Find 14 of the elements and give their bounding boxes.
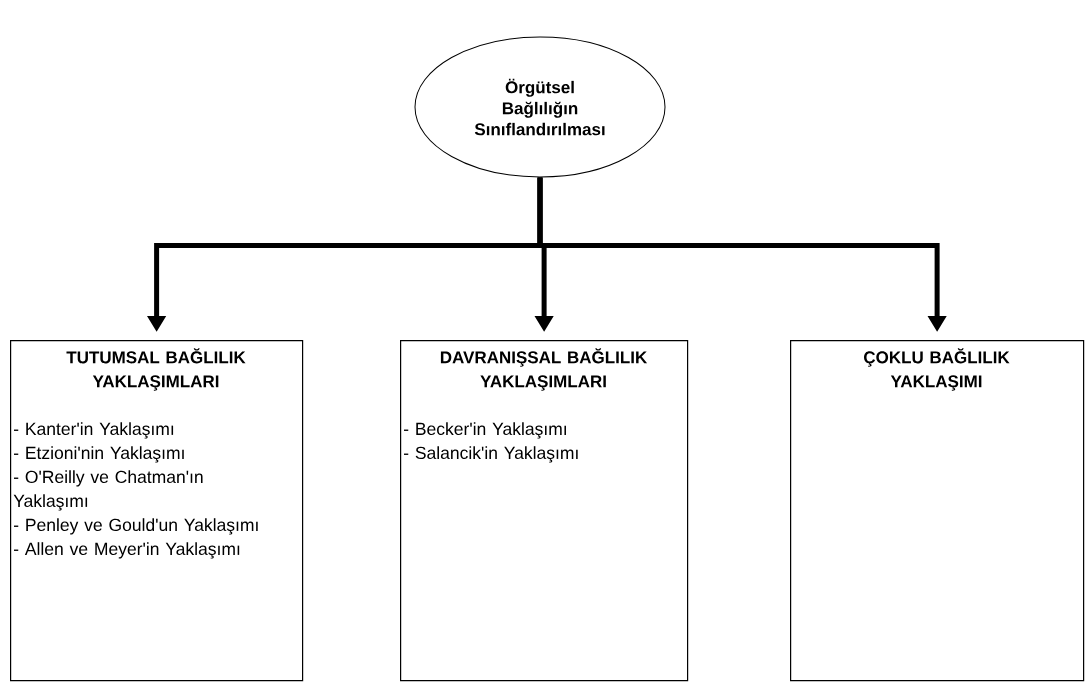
ellipse-title: Örgütsel Bağlılığın Sınıflandırılması [474,78,605,136]
box-heading: ÇOKLU BAĞLILIK YAKLAŞIMI [864,348,1010,391]
list-item: - Kanter'in Yaklaşımı [14,422,174,439]
list-item: - O'Reilly ve Chatman'ın Yaklaşımı [13,470,203,511]
box-heading: TUTUMSAL BAĞLILIK YAKLAŞIMLARI [66,348,246,391]
list-item: - Salancik'in Yaklaşımı [404,446,578,463]
approach-box [790,340,1085,682]
approach-box [400,340,689,682]
list-item: - Etzioni'nin Yaklaşımı [14,446,184,463]
approach-box [10,340,304,682]
list-item: - Allen ve Meyer'in Yaklaşımı [14,542,240,559]
box-heading: DAVRANIŞSAL BAĞLILIK YAKLAŞIMLARI [440,348,648,391]
list-item: - Penley ve Gould'un Yaklaşımı [14,518,258,535]
list-item: - Becker'in Yaklaşımı [404,422,566,439]
